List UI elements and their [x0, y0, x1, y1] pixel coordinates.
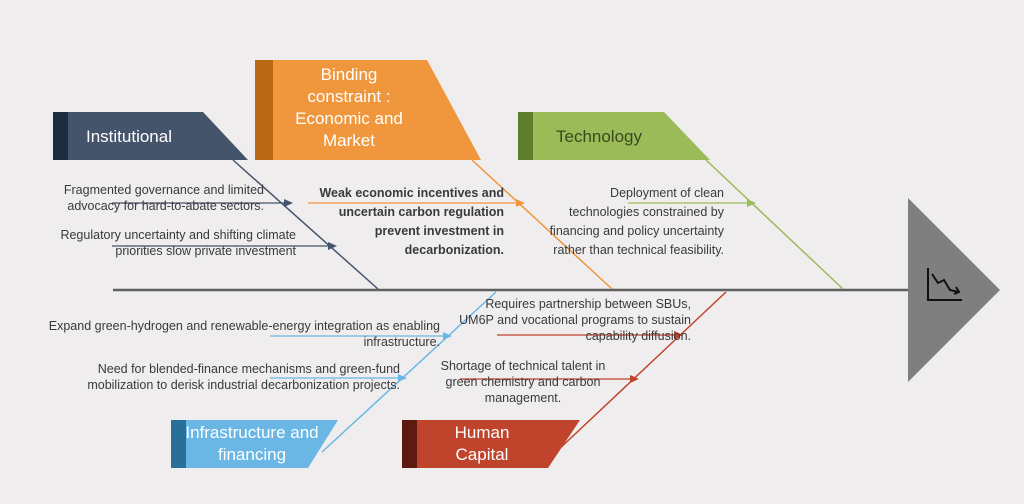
infrastructure-bone [321, 291, 497, 453]
technology-cause-1: Deployment of clean technologies constra… [549, 186, 724, 257]
binding-label: Binding constraint : Economic and Market [295, 65, 403, 150]
technology-box [518, 112, 710, 160]
infrastructure-label: Infrastructure and financing [185, 423, 319, 464]
human-capital-bone [555, 291, 727, 453]
binding-box [255, 60, 481, 160]
technology-bone [705, 159, 844, 290]
binding-bone [471, 159, 613, 290]
human-capital-box [402, 420, 580, 468]
human-capital-cause-1: Requires partnership between SBUs, UM6P … [459, 297, 691, 343]
binding-cause-1: Weak economic incentives and uncertain c… [319, 186, 504, 257]
human-capital-cause-2: Shortage of technical talent in green ch… [440, 359, 606, 405]
human-capital-label: Human Capital [454, 423, 510, 464]
declining-chart-icon [927, 268, 962, 301]
institutional-cause-2: Regulatory uncertainty and shifting clim… [60, 228, 296, 258]
infrastructure-cause-1: Expand green-hydrogen and renewable-ener… [48, 319, 440, 349]
technology-label: Technology [555, 127, 642, 146]
infrastructure-box [171, 420, 338, 468]
institutional-box [53, 112, 248, 160]
infrastructure-cause-2: Need for blended-finance mechanisms and … [87, 362, 400, 392]
institutional-bone [232, 159, 379, 290]
institutional-cause-1: Fragmented governance and limited advoca… [63, 183, 264, 213]
cause-arrows [112, 199, 756, 383]
institutional-label: Institutional [86, 127, 172, 146]
